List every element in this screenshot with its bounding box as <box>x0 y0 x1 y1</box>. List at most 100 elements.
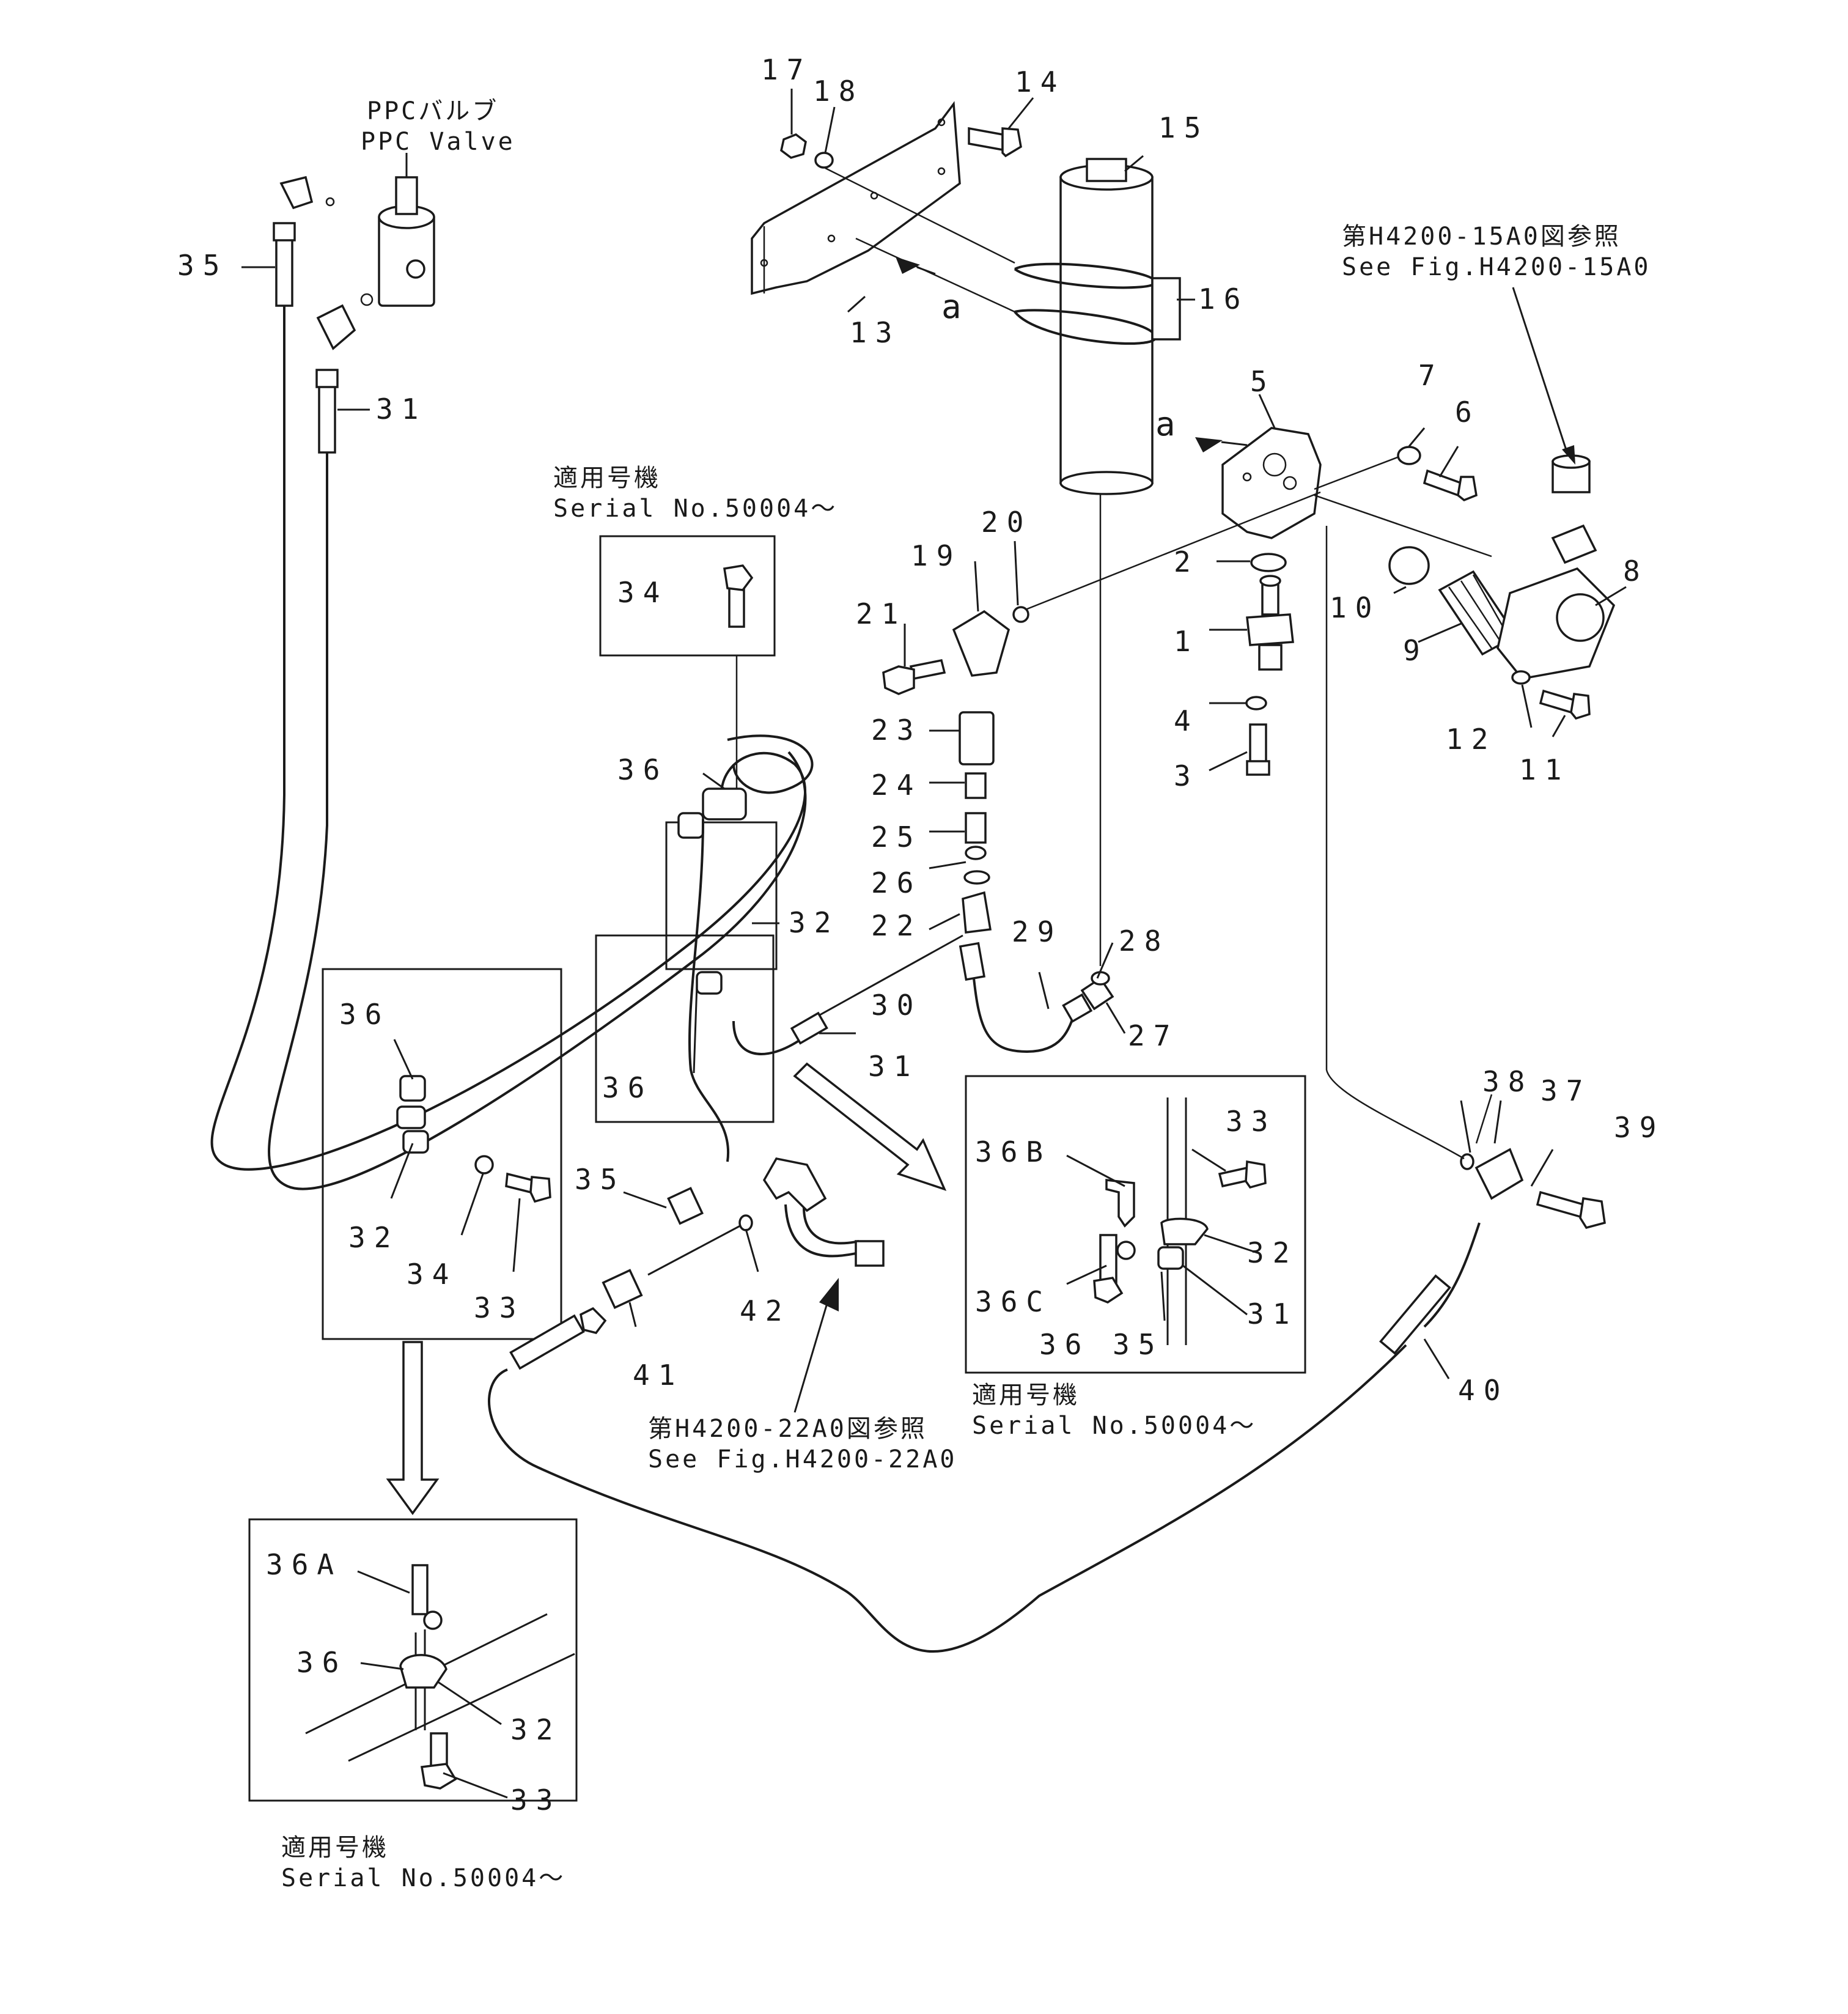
callout-34-box1: 34 <box>407 1258 457 1291</box>
serial-label-jp-2: 適用号機 <box>972 1381 1080 1409</box>
bolt-11 <box>1539 689 1591 720</box>
callout-22: 22 <box>871 909 922 942</box>
washer-18 <box>814 152 834 169</box>
callout-32-box1: 32 <box>348 1221 399 1254</box>
callout-34-top: 34 <box>617 576 668 609</box>
callout-20: 20 <box>981 506 1032 539</box>
callout-7: 7 <box>1418 359 1444 392</box>
hose-35-mid <box>688 819 730 1162</box>
callout-32-mid: 32 <box>789 906 839 939</box>
callout-36b: 36B <box>975 1135 1051 1168</box>
callout-10: 10 <box>1330 591 1380 624</box>
inset-box-36a <box>248 1518 578 1802</box>
clamp-36-box1 <box>396 1075 429 1154</box>
bolt-21 <box>882 658 946 695</box>
bolt-39 <box>1536 1190 1606 1230</box>
hose-40 <box>488 1222 1481 1653</box>
ref-22a0-label-en: See Fig.H4200-22A0 <box>648 1445 957 1474</box>
callout-13: 13 <box>850 316 900 349</box>
serial-label-en-1: Serial No.50004～ <box>553 495 837 523</box>
diag-arrow <box>793 1062 947 1191</box>
bracket-13 <box>751 101 961 295</box>
callout-11: 11 <box>1519 753 1570 786</box>
callout-19: 19 <box>911 539 962 572</box>
oring-2 <box>1250 553 1287 572</box>
hose-31-fitting <box>732 1011 828 1055</box>
bolt-33-box1 <box>505 1172 551 1203</box>
oring-42 <box>738 1214 753 1231</box>
filter-15 <box>1059 158 1154 495</box>
washer-12 <box>1511 670 1531 685</box>
serial-label-en-2: Serial No.50004～ <box>972 1412 1256 1440</box>
fitting-41 <box>602 1269 643 1310</box>
callout-17: 17 <box>761 53 812 86</box>
callout-25: 25 <box>871 821 922 854</box>
callout-31-top: 31 <box>376 393 427 426</box>
callouts: 17 18 14 15 16 13 a a 5 7 6 8 10 9 12 11… <box>177 53 1665 1817</box>
arrow-a-mid <box>1195 437 1223 452</box>
bolt-34 <box>723 564 754 628</box>
callout-42: 42 <box>740 1294 790 1327</box>
inset-box-mid-a <box>665 821 778 970</box>
serial-label-jp-1: 適用号機 <box>553 464 661 492</box>
washer-34-box1 <box>474 1155 494 1175</box>
callout-40: 40 <box>1458 1374 1509 1407</box>
plug-3 <box>1246 723 1270 776</box>
callout-31-inset: 31 <box>1247 1297 1298 1330</box>
washer-4 <box>1245 696 1267 710</box>
fitting-35-mid <box>667 1187 704 1225</box>
callout-36-top: 36 <box>617 753 668 786</box>
callout-33-box1: 33 <box>474 1291 525 1324</box>
callout-36-box3: 36 <box>296 1646 347 1679</box>
callout-33-inset: 33 <box>1226 1105 1276 1138</box>
callout-24: 24 <box>871 769 922 802</box>
callout-36-box1: 36 <box>339 998 390 1031</box>
valve-1 <box>1246 575 1294 671</box>
ppc-valve-label-jp: PPCバルブ <box>367 97 499 125</box>
inset-box-mid-b <box>595 934 775 1123</box>
ref-15a0-label-en: See Fig.H4200-15A0 <box>1342 253 1651 281</box>
elbow-fitting-lower <box>316 293 374 350</box>
callout-35-inset: 35 <box>1113 1328 1163 1361</box>
band-16 <box>1014 262 1181 345</box>
callout-16: 16 <box>1198 282 1249 315</box>
hose-31-line <box>268 452 807 1190</box>
arrow-a-top <box>896 257 920 274</box>
callout-a-top: a <box>941 287 970 326</box>
callout-38: 38 <box>1482 1065 1533 1098</box>
callout-6: 6 <box>1455 396 1481 429</box>
inset-box-34 <box>599 535 776 657</box>
callout-8: 8 <box>1623 555 1649 588</box>
oring-38 <box>1460 1153 1474 1170</box>
callout-39: 39 <box>1614 1111 1665 1144</box>
spring-25 <box>965 812 987 844</box>
callout-41: 41 <box>633 1359 683 1392</box>
callout-2: 2 <box>1174 545 1199 578</box>
callout-26: 26 <box>871 866 922 899</box>
ref-15a0-label-jp: 第H4200-15A0図参照 <box>1342 223 1621 251</box>
callout-36c: 36C <box>975 1285 1051 1318</box>
callout-35-top: 35 <box>177 249 228 282</box>
callout-36-inset: 36 <box>1039 1328 1090 1361</box>
inset-box-1 <box>322 968 562 1340</box>
callout-4: 4 <box>1174 704 1199 737</box>
loop-36-top <box>727 734 814 794</box>
pipe-ref-22a0 <box>762 1157 885 1267</box>
nut-17 <box>780 133 807 159</box>
adapter-ref-15a0 <box>1552 454 1591 493</box>
callout-3: 3 <box>1174 759 1199 792</box>
text-labels: PPCバルブ PPC Valve 第H4200-15A0図参照 See Fig.… <box>281 97 1651 1892</box>
callout-a-mid: a <box>1155 405 1184 443</box>
hose-35-upper-end <box>273 222 296 307</box>
bolt-6 <box>1423 469 1478 502</box>
callout-1: 1 <box>1174 625 1199 658</box>
callout-14: 14 <box>1015 65 1066 98</box>
clamp-36b <box>1093 1097 1267 1345</box>
callout-37: 37 <box>1541 1074 1591 1107</box>
callout-12: 12 <box>1446 723 1496 756</box>
valve-block-5 <box>1221 427 1322 539</box>
elbow-37 <box>1474 1148 1524 1200</box>
callout-30: 30 <box>871 989 922 1022</box>
callout-27: 27 <box>1128 1019 1179 1052</box>
cover-8 <box>1496 524 1616 680</box>
